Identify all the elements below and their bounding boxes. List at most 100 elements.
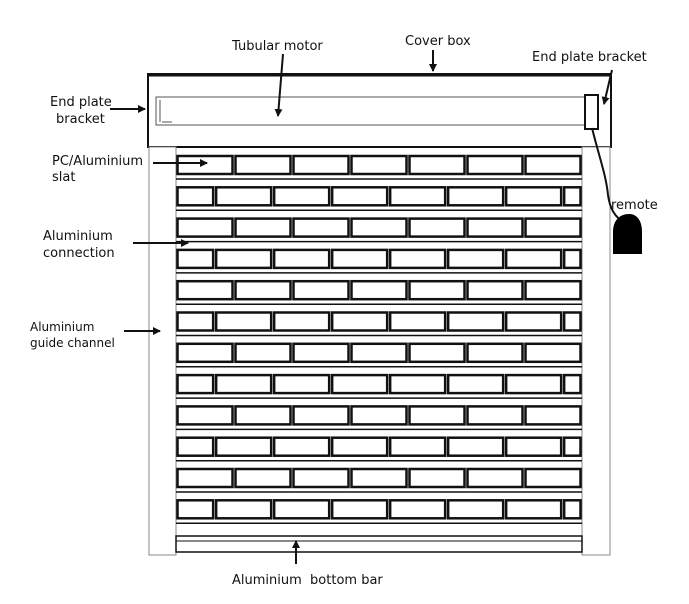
slat-segment <box>388 436 447 457</box>
slat-segment <box>408 467 466 489</box>
slat-segment <box>292 279 350 301</box>
slat-segment <box>388 248 447 270</box>
label-cover-box: Cover box <box>405 34 471 49</box>
slat-segment <box>234 279 292 301</box>
slat-segment <box>446 499 505 520</box>
slat-segment <box>272 248 331 270</box>
slat-segment <box>446 248 505 270</box>
label-end-plate-bracket-left-line2: bracket <box>56 112 105 127</box>
slat-segment <box>214 248 273 270</box>
slat-segment <box>504 499 563 520</box>
slat-segment <box>234 154 292 176</box>
slat-segment <box>176 467 234 489</box>
slat-segment <box>408 405 466 426</box>
slat-segment <box>292 342 350 364</box>
slat-segment <box>214 311 273 332</box>
slat-segment <box>446 186 505 207</box>
slat-segment <box>388 311 447 332</box>
slat-segment <box>562 373 582 395</box>
slat-segment <box>562 186 582 207</box>
slat-segment <box>466 467 524 489</box>
slat-segment <box>562 248 582 270</box>
slat-segment <box>504 186 563 207</box>
slat-segment <box>388 186 447 207</box>
slat-segment <box>562 499 582 520</box>
slat-segment <box>504 311 563 332</box>
slat-segment <box>330 311 389 332</box>
slat-segment <box>176 342 234 364</box>
slat-segment <box>446 436 505 457</box>
slat-segment <box>176 499 215 520</box>
slat-segment <box>466 405 524 426</box>
slat-segment <box>176 248 215 270</box>
label-tubular-motor: Tubular motor <box>231 39 323 54</box>
slat-segment <box>176 186 215 207</box>
slat-segment <box>408 217 466 238</box>
slat-segment <box>176 373 215 395</box>
slat-segment <box>176 154 234 176</box>
aluminium-bottom-bar <box>175 535 583 553</box>
slat-segment <box>272 373 331 395</box>
slat-segment <box>350 154 408 176</box>
slat-segment <box>388 499 447 520</box>
slat-segment <box>292 467 350 489</box>
slat-segment <box>466 217 524 238</box>
slat-segment <box>524 154 582 176</box>
slat-segment <box>292 405 350 426</box>
slat-segment <box>234 342 292 364</box>
slat-segment <box>466 342 524 364</box>
slat-segment <box>466 279 524 301</box>
guide-channel-left <box>148 146 177 556</box>
slat-segment <box>504 373 563 395</box>
slat-segment <box>562 311 582 332</box>
slat-segment <box>524 342 582 364</box>
slat-segment <box>234 405 292 426</box>
label-end-plate-bracket-left-line1: End plate <box>50 95 112 110</box>
slat-grid <box>176 154 582 525</box>
slat-segment <box>466 154 524 176</box>
slat-segment <box>272 499 331 520</box>
slat-segment <box>408 279 466 301</box>
label-slat-line1: PC/Aluminium <box>52 154 143 169</box>
slat-segment <box>388 373 447 395</box>
guide-channel-right <box>581 146 611 556</box>
slat-segment <box>350 342 408 364</box>
slat-segment <box>272 186 331 207</box>
slat-segment <box>272 436 331 457</box>
remote-icon <box>613 214 642 254</box>
label-connection-line2: connection <box>43 246 115 261</box>
slat-segment <box>176 405 234 426</box>
remote-cable <box>591 127 625 223</box>
arrow-tubular-motor <box>274 53 284 117</box>
slat-segment <box>176 217 234 238</box>
label-guide-channel-line2: guide channel <box>30 336 115 350</box>
cover-box <box>147 73 612 148</box>
slat-segment <box>524 405 582 426</box>
arrow-end-plate-bracket-right <box>601 69 613 105</box>
slat-segment <box>330 499 389 520</box>
slat-segment <box>524 279 582 301</box>
slat-segment <box>330 186 389 207</box>
slat-segment <box>272 311 331 332</box>
slat-segment <box>214 186 273 207</box>
slat-segment <box>350 279 408 301</box>
slat-segment <box>292 217 350 238</box>
slat-segment <box>504 436 563 457</box>
slat-segment <box>524 217 582 238</box>
label-bottom-bar: Aluminium bottom bar <box>232 573 383 588</box>
label-remote: remote <box>611 198 658 213</box>
slat-segment <box>292 154 350 176</box>
slat-segment <box>330 373 389 395</box>
slat-segment <box>234 467 292 489</box>
slat-segment <box>524 467 582 489</box>
slat-segment <box>176 311 215 332</box>
slat-segment <box>408 342 466 364</box>
label-connection-line1: Aluminium <box>43 229 113 244</box>
slat-segment <box>214 499 273 520</box>
slat-segment <box>214 436 273 457</box>
label-end-plate-bracket-right: End plate bracket <box>532 50 647 65</box>
slat-segment <box>504 248 563 270</box>
slat-segment <box>214 373 273 395</box>
slat-segment <box>562 436 582 457</box>
